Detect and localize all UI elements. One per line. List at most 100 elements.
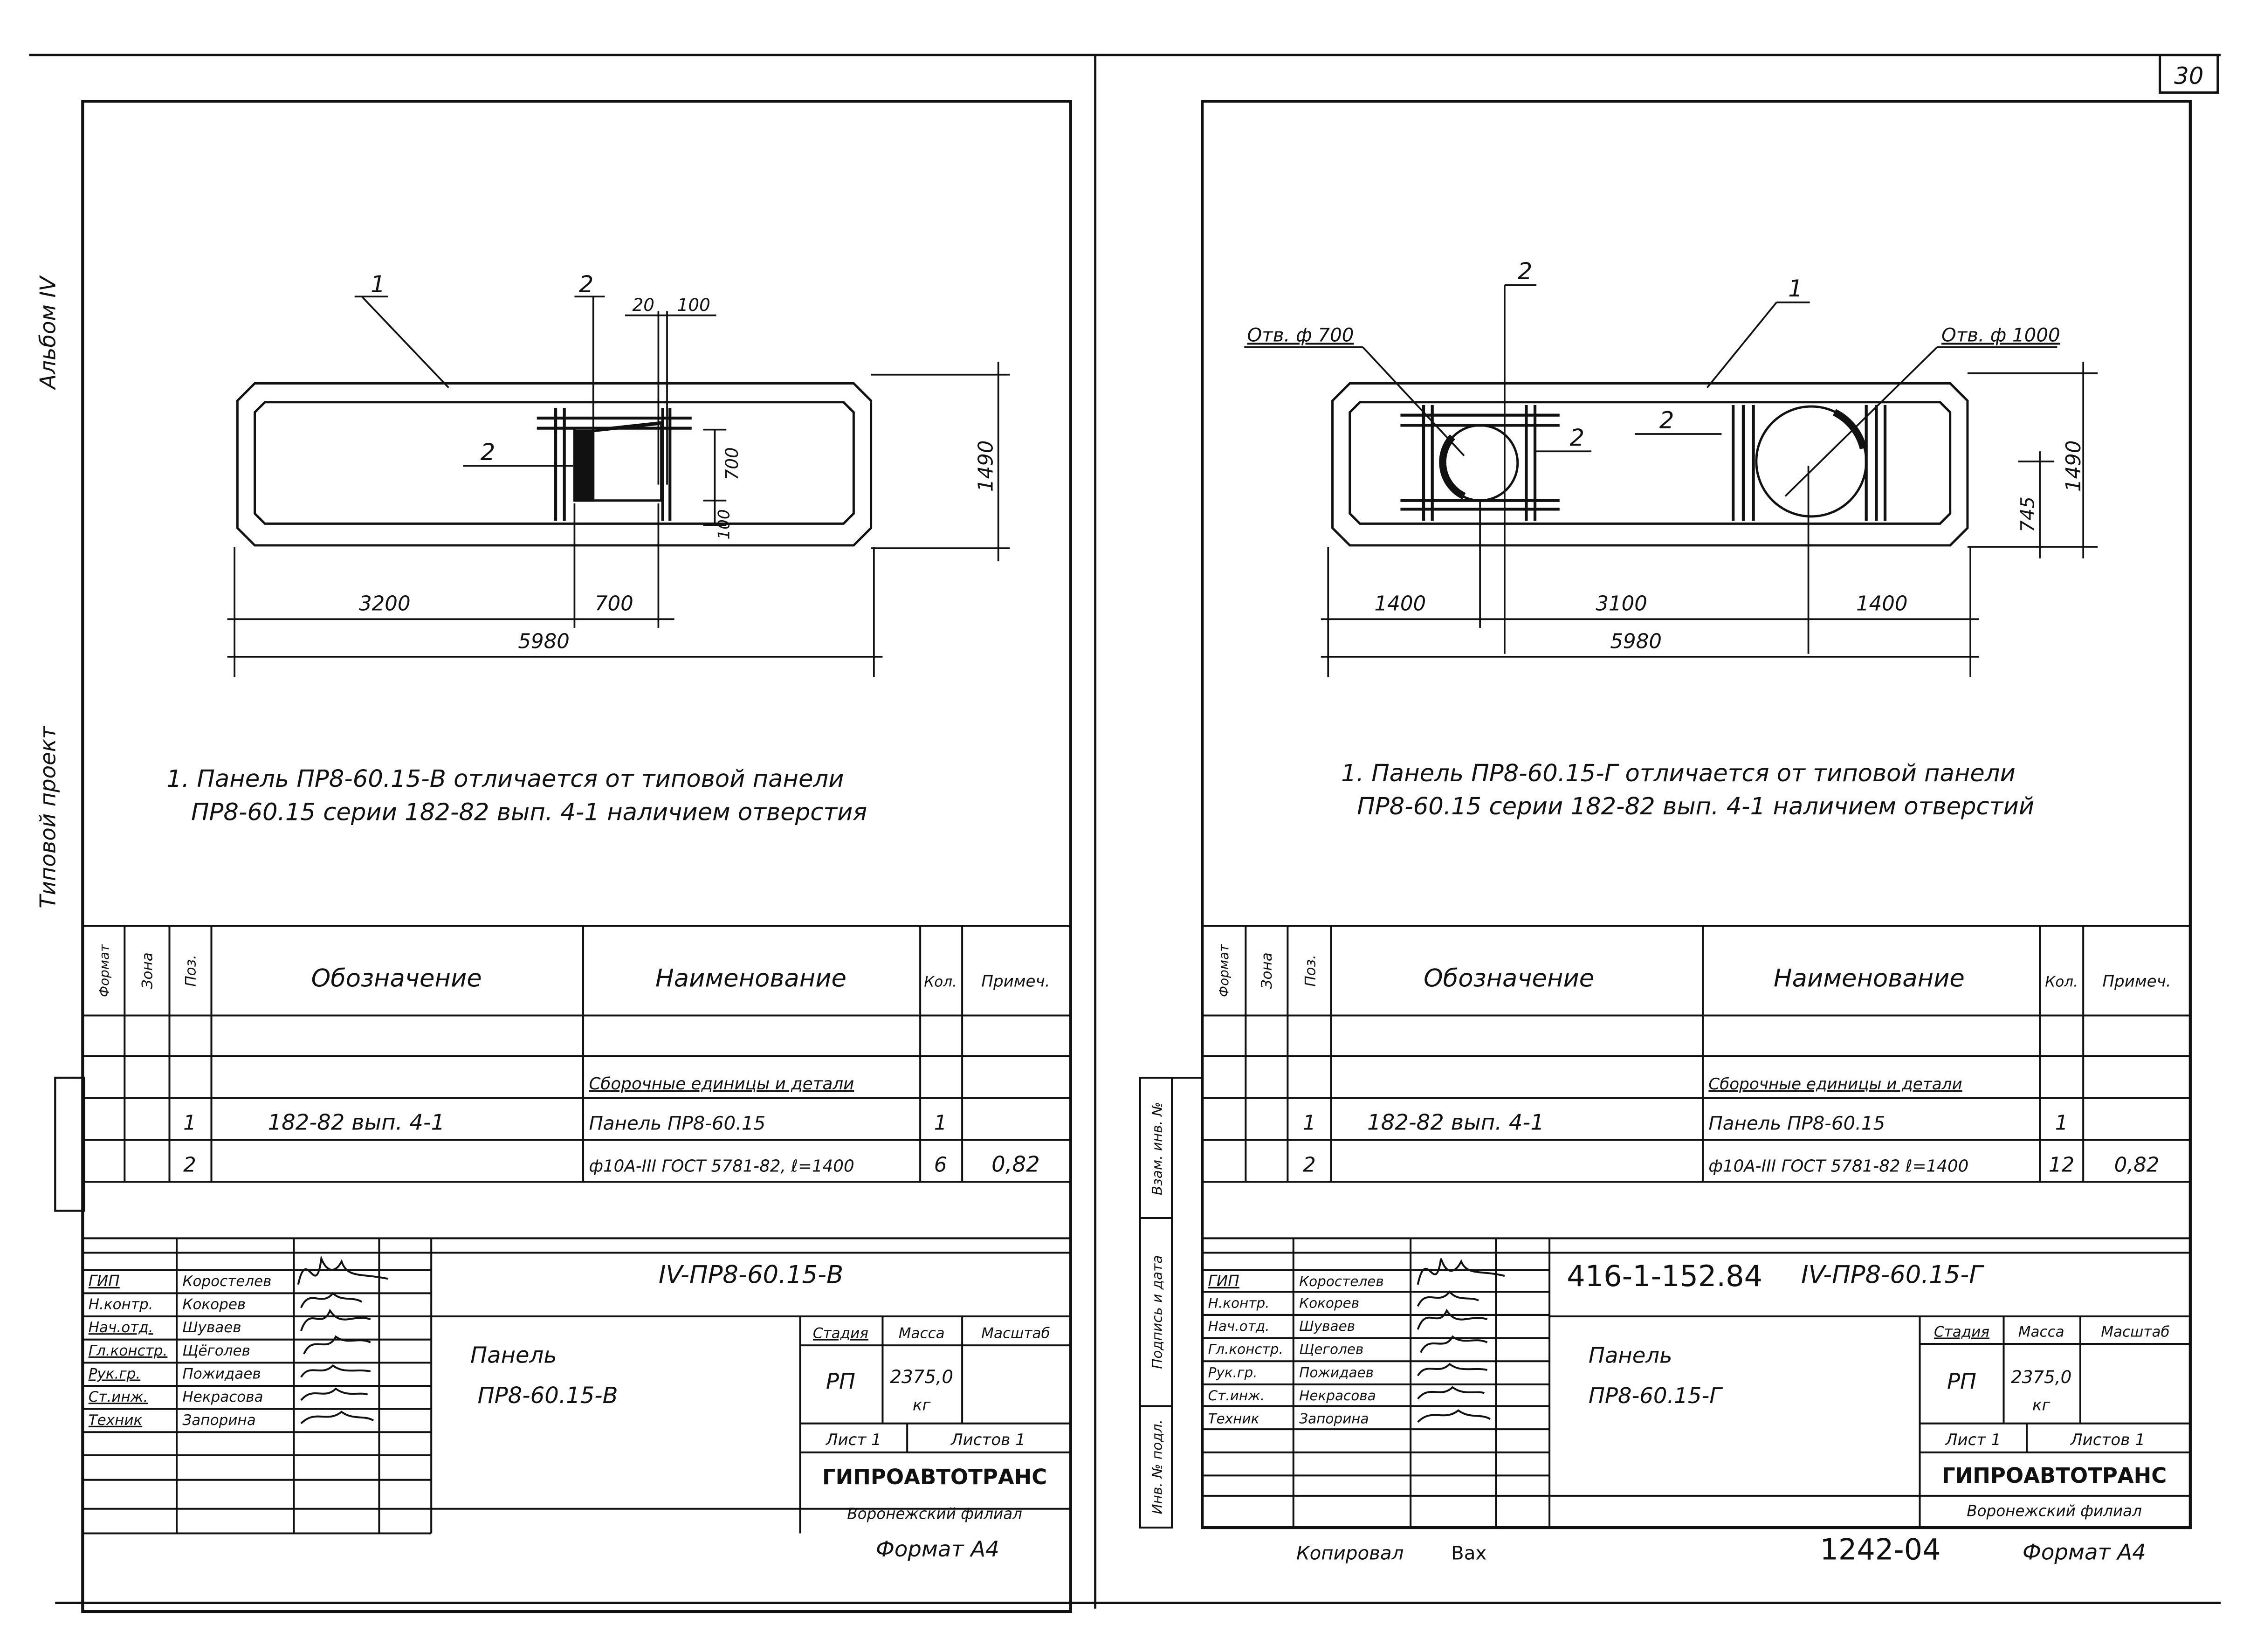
left-stamp-sheet: Лист 1: [825, 1431, 881, 1449]
left-spec-header-zone: Зона: [139, 952, 156, 989]
left-dim-700: 700: [595, 592, 633, 616]
left-role-stinzh: Ст.инж.: [89, 1389, 148, 1405]
left-dim-100-v: 100: [715, 509, 733, 539]
left-role-tekhnik: Техник: [89, 1412, 143, 1429]
left-stamp-mass-label: Масса: [899, 1325, 945, 1342]
right-spec-row1-name: Панель ПР8-60.15: [1708, 1113, 1885, 1135]
left-stamp-sheets: Листов 1: [950, 1431, 1025, 1449]
right-spec-row2-pos: 2: [1303, 1154, 1316, 1177]
left-border: [81, 100, 1072, 1613]
right-format: Формат А4: [2023, 1539, 2146, 1564]
right-role-nkontr: Н.контр.: [1208, 1295, 1270, 1311]
right-stamp-code: IV-ПР8-60.15-Г: [1801, 1261, 1984, 1289]
right-dim-3100: 3100: [1596, 592, 1647, 616]
right-callout-2-top: 2: [1518, 258, 1533, 285]
left-spec-header-name: Наименование: [655, 964, 846, 992]
right-side-stamp: [1139, 1076, 1203, 1529]
left-stamp-mass: 2375,0: [890, 1367, 953, 1388]
right-panel: Взам. инв. № Подпись и дата Инв. № подл.: [1139, 100, 2192, 1566]
left-name-4: Щёголев: [182, 1342, 250, 1359]
right-stamp-mass-label: Масса: [2018, 1323, 2064, 1340]
right-hole-700-label: Отв. ф 700: [1247, 324, 1354, 346]
left-stamp-names: Коростелев Кокорев Шуваев Щёголев Пожида…: [182, 1273, 271, 1429]
right-role-gip: ГИП: [1208, 1272, 1239, 1290]
left-dim-100: 100: [677, 295, 710, 315]
right-dim-1400-left: 1400: [1375, 592, 1426, 616]
left-stamp-scale-label: Масштаб: [981, 1325, 1050, 1342]
left-callout-2-side: 2: [481, 439, 495, 466]
right-stamp-names: Коростелев Кокорев Шуваев Щеголев Пожида…: [1299, 1273, 1384, 1427]
right-callout-2-left: 2: [1570, 424, 1585, 451]
left-name-6: Некрасова: [182, 1389, 263, 1405]
left-role-glkonstr: Гл.констр.: [89, 1342, 168, 1359]
right-dim-1490: 1490: [2062, 441, 2085, 492]
project-label: Типовой проект: [35, 725, 60, 909]
right-title-block-grid: [1202, 1238, 2190, 1528]
right-stamp-title-2: ПР8-60.15-Г: [1589, 1383, 1723, 1408]
left-binding-tab: [54, 1076, 85, 1212]
right-spec-header-pos: Поз.: [1302, 955, 1319, 987]
right-spec-header-format: Формат: [1216, 944, 1232, 997]
right-side-stamp-inventory: Инв. № подл.: [1149, 1419, 1165, 1514]
right-role-rukgr: Рук.гр.: [1208, 1364, 1258, 1380]
right-order-no: 1242-04: [1820, 1532, 1940, 1566]
right-dim-1400-right: 1400: [1856, 592, 1908, 616]
right-stamp-org: ГИПРОАВТОТРАНС: [1942, 1463, 2167, 1488]
right-spec-header-note: Примеч.: [2102, 972, 2171, 991]
left-spec-row2-note: 0,82: [991, 1152, 1040, 1177]
right-side-stamp-signature: Подпись и дата: [1149, 1255, 1165, 1369]
right-role-tekhnik: Техник: [1208, 1411, 1259, 1427]
right-spec-row1-designation: 182-82 вып. 4-1: [1367, 1110, 1544, 1135]
right-stamp-mass-unit: кг: [2032, 1396, 2051, 1415]
left-dim-5980: 5980: [518, 630, 570, 653]
right-note-line-2: ПР8-60.15 серии 182-82 вып. 4-1 наличием…: [1357, 792, 2034, 820]
right-reinforcement: [1400, 405, 1887, 521]
right-border: [1201, 100, 2192, 1529]
right-spec-header-zone: Зона: [1259, 952, 1275, 989]
sheet-number: 30: [2174, 62, 2203, 89]
right-note-line-1: 1. Панель ПР8-60.15-Г отличается от типо…: [1341, 759, 2016, 787]
left-spec-row2-qty: 6: [934, 1154, 947, 1177]
left-spec-header-format: Формат: [96, 944, 112, 997]
right-panel-outline: [1331, 382, 1969, 547]
right-stamp-stage: РП: [1947, 1369, 1976, 1394]
left-role-rukgr: Рук.гр.: [89, 1365, 141, 1382]
left-dim-20: 20: [633, 295, 654, 315]
left-reinforcement: [537, 408, 692, 521]
right-stamp-mass: 2375,0: [2011, 1367, 2071, 1387]
right-stamp-branch: Воронежский филиал: [1967, 1502, 2142, 1520]
right-name-7: Запорина: [1299, 1411, 1369, 1427]
right-dim-5980: 5980: [1610, 630, 1662, 653]
left-stamp-code: IV-ПР8-60.15-В: [659, 1261, 843, 1289]
left-spec-header-designation: Обозначение: [311, 964, 482, 992]
right-side-stamp-replaces: Взам. инв. №: [1149, 1102, 1165, 1195]
left-name-5: Пожидаев: [182, 1365, 261, 1382]
left-spec-row2-pos: 2: [183, 1154, 196, 1177]
right-role-nach: Нач.отд.: [1208, 1318, 1270, 1334]
left-title-block-grid: [83, 1238, 1071, 1535]
left-callout-2-top: 2: [579, 271, 594, 298]
left-role-gip: ГИП: [89, 1272, 120, 1290]
right-role-stinzh: Ст.инж.: [1208, 1388, 1265, 1404]
right-hole-1000: [1755, 405, 1868, 518]
right-signatures: [1417, 1258, 1505, 1423]
sheet-frame: [29, 54, 2221, 1609]
left-stamp-stage-label: Стадия: [813, 1325, 868, 1342]
right-spec-row2-name: ф10А-III ГОСТ 5781-82 ℓ=1400: [1708, 1157, 1968, 1176]
left-role-nkontr: Н.контр.: [89, 1296, 153, 1313]
left-stamp-mass-unit: кг: [913, 1396, 931, 1415]
right-spec-table-grid: [1202, 925, 2190, 1239]
left-dim-3200: 3200: [359, 592, 411, 616]
left-stamp-title-2: ПР8-60.15-В: [478, 1383, 618, 1409]
left-spec-header-pos: Поз.: [182, 955, 199, 987]
left-spec-section: Сборочные единицы и детали: [589, 1074, 854, 1094]
left-name-1: Коростелев: [182, 1273, 271, 1290]
left-spec-header-note: Примеч.: [981, 972, 1050, 991]
right-spec-row1-qty: 1: [2055, 1112, 2068, 1135]
left-note-line-2: ПР8-60.15 серии 182-82 вып. 4-1 наличием…: [191, 798, 867, 826]
right-callout-2-right: 2: [1659, 407, 1674, 434]
right-spec-section: Сборочные единицы и детали: [1708, 1075, 1962, 1094]
left-signatures: [297, 1255, 388, 1425]
left-stamp-roles: ГИП Н.контр. Нач.отд. Гл.констр. Рук.гр.…: [89, 1272, 168, 1429]
